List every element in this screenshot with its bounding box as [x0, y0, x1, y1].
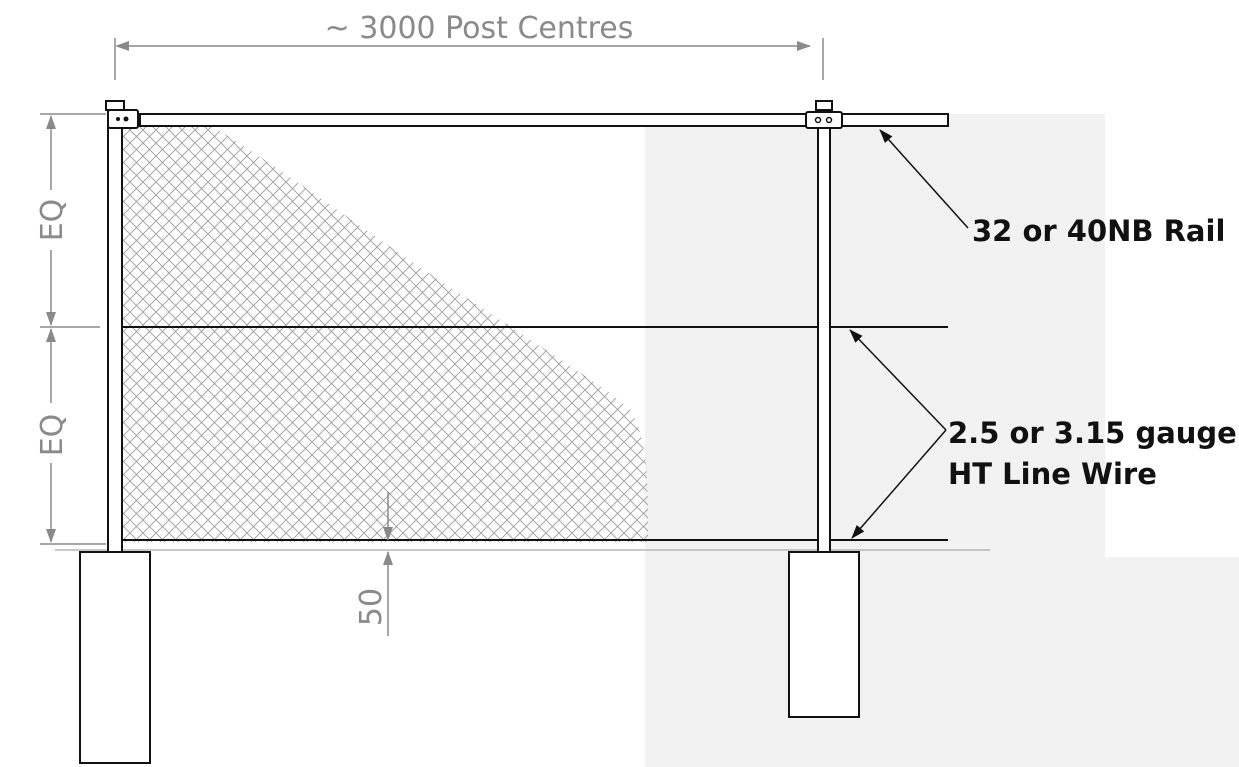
eq-dimension: EQ EQ [26, 113, 106, 545]
chain-link-mesh [122, 125, 649, 542]
right-post [817, 107, 831, 553]
left-clamp-bolt [123, 116, 129, 122]
left-rail-clamp [107, 109, 139, 129]
line-wire-callout: 2.5 or 3.15 gauge HT Line Wire [849, 329, 1237, 539]
left-footing [79, 551, 151, 764]
ground-clearance-dimension: 50 [354, 492, 393, 636]
right-post-cap [815, 100, 833, 111]
line-wire-label-line2: HT Line Wire [948, 457, 1157, 491]
right-clamp-bolt [814, 116, 822, 124]
rail-callout-label: 32 or 40NB Rail [972, 214, 1225, 248]
right-rail-clamp [805, 111, 843, 129]
right-footing [788, 551, 860, 718]
left-clamp-bolt [116, 117, 120, 121]
left-post-cap [105, 100, 125, 111]
post-centres-dimension: ~ 3000 Post Centres [114, 11, 824, 80]
left-post [107, 107, 123, 553]
rail-callout: 32 or 40NB Rail [879, 129, 1225, 248]
right-clamp-bolt [825, 116, 833, 124]
eq-lower-label: EQ [35, 414, 70, 457]
top-rail [139, 113, 949, 127]
line-wire-label-line1: 2.5 or 3.15 gauge [948, 416, 1237, 450]
post-centres-label: ~ 3000 Post Centres [325, 11, 634, 46]
ground-clearance-label: 50 [354, 588, 389, 626]
eq-upper-label: EQ [35, 199, 70, 242]
